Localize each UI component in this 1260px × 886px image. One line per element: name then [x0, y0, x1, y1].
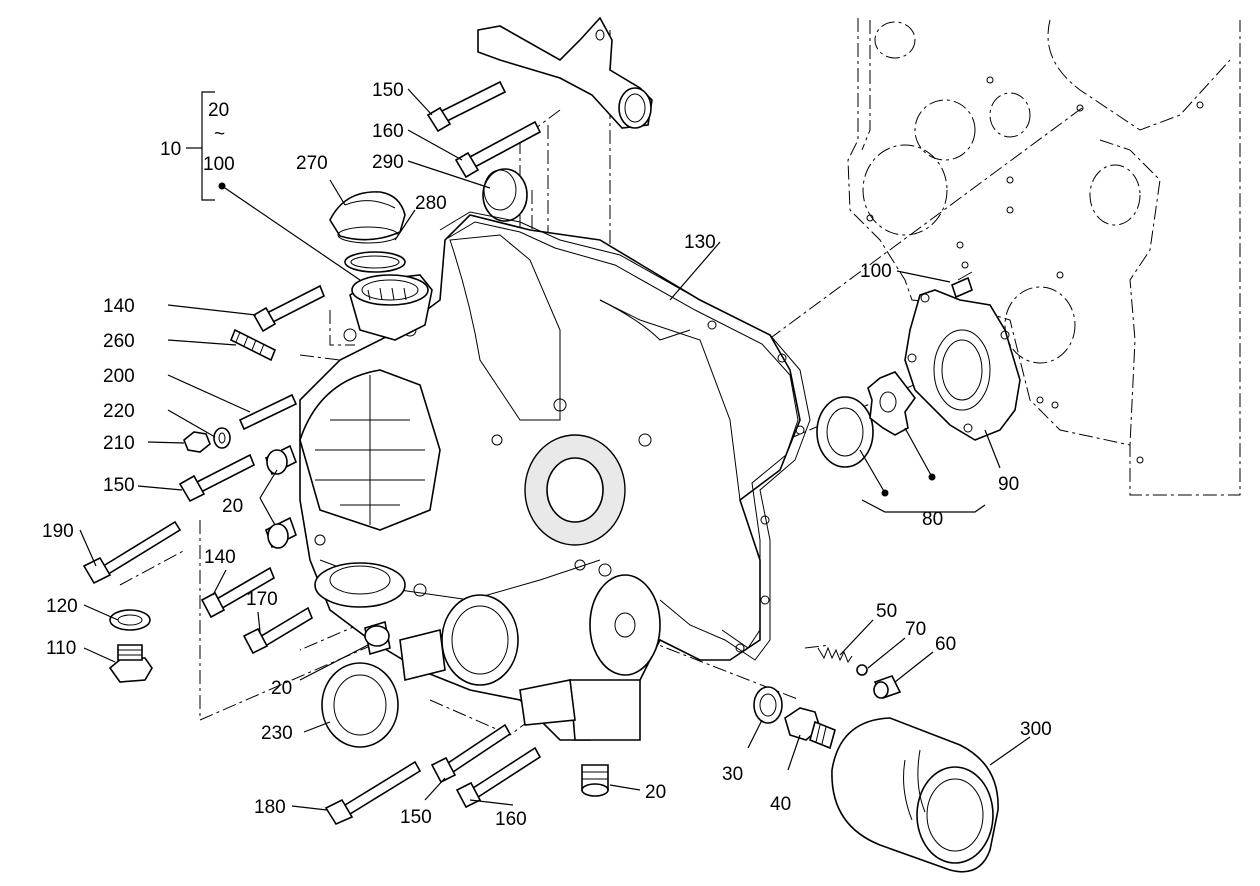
bolt-140-lower [200, 566, 275, 619]
bolt-140-left [252, 284, 326, 333]
label-60: 60 [935, 634, 956, 655]
label-10: 10 [160, 139, 181, 160]
stud-200 [238, 393, 298, 431]
bolt-190 [82, 520, 182, 585]
screw-100-right [951, 271, 973, 299]
label-110: 110 [46, 638, 76, 659]
label-150-bottom: 150 [400, 807, 432, 828]
washer-120 [109, 609, 151, 631]
part-number-labels: 10 20 ~ 100 150 160 270 290 280 130 100 … [42, 80, 1052, 830]
spring-50 [817, 646, 853, 664]
label-170: 170 [246, 589, 278, 610]
bolt-150-bottom [430, 723, 512, 784]
ball-70 [856, 664, 868, 676]
label-100-right: 100 [860, 261, 892, 282]
oil-filter-300 [831, 717, 999, 873]
label-150-top: 150 [372, 80, 404, 101]
oil-filler-cap [329, 191, 406, 244]
fitting-40 [784, 707, 836, 750]
label-220: 220 [103, 401, 135, 422]
bolt-160-top [454, 120, 542, 179]
bolt-170 [242, 606, 313, 655]
washer-30 [753, 686, 783, 724]
label-40: 40 [770, 794, 791, 815]
label-140-lower: 140 [204, 547, 236, 568]
label-260: 260 [103, 331, 135, 352]
leader-lines [79, 88, 1031, 811]
drain-plug-110 [108, 644, 153, 683]
bolt-180 [324, 760, 422, 826]
plug-20-left-b [265, 516, 297, 549]
stud-260 [229, 328, 277, 362]
oil-pump-rotor-inner [867, 371, 916, 436]
label-100-range-end: 100 [203, 154, 235, 175]
plug-290 [482, 168, 528, 222]
bolt-150-left [178, 453, 256, 503]
label-160-top: 160 [372, 121, 404, 142]
label-30: 30 [722, 764, 743, 785]
label-20-bottom: 20 [645, 782, 666, 803]
label-20-lower: 20 [271, 678, 292, 699]
timing-gear-housing [299, 214, 801, 741]
plug-20-lower [364, 620, 391, 656]
label-200: 200 [103, 366, 135, 387]
seal-230 [321, 662, 399, 748]
label-80: 80 [922, 509, 943, 530]
label-190: 190 [42, 521, 74, 542]
label-20-left: 20 [222, 496, 243, 517]
bracket-80 [218, 182, 986, 513]
label-70: 70 [905, 619, 926, 640]
label-20-range-start: 20 [208, 100, 229, 121]
label-50: 50 [876, 601, 897, 622]
oil-filler-neck [349, 274, 433, 341]
label-range-tilde: ~ [214, 124, 225, 145]
plug-20-left-a [264, 444, 298, 476]
nut-210 [183, 431, 211, 453]
label-150-left: 150 [103, 475, 135, 496]
label-160-bottom: 160 [495, 809, 527, 830]
o-ring-280 [344, 251, 406, 273]
bolt-150-top [426, 80, 507, 133]
label-230: 230 [261, 723, 293, 744]
label-130: 130 [684, 232, 716, 253]
oil-pump-cover-90 [904, 289, 1021, 441]
label-180: 180 [254, 797, 286, 818]
plug-60 [873, 675, 902, 699]
label-280: 280 [415, 193, 447, 214]
label-270: 270 [296, 153, 328, 174]
label-290: 290 [372, 152, 404, 173]
label-120: 120 [46, 596, 78, 617]
label-90: 90 [998, 474, 1019, 495]
washer-220 [213, 427, 231, 449]
plug-20-bottom [581, 764, 609, 797]
water-outlet-pipe [477, 16, 653, 129]
label-210: 210 [103, 433, 135, 454]
label-300: 300 [1020, 719, 1052, 740]
label-140-left: 140 [103, 296, 135, 317]
bracket-10 [186, 91, 215, 201]
oil-pump-rotor-outer [816, 396, 874, 468]
gasket-130 [439, 211, 811, 661]
